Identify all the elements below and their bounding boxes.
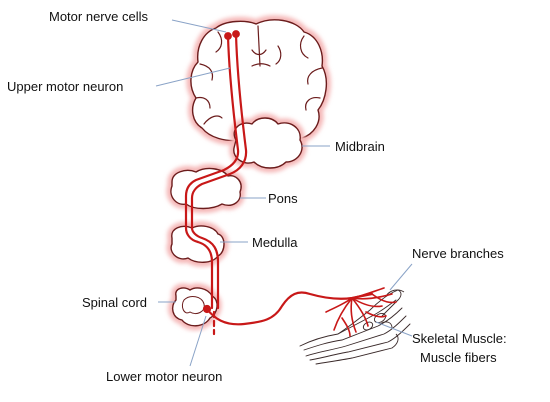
leader-nerve-branches [389, 263, 413, 291]
leader-motor-nerve-cells [171, 19, 227, 33]
leader-skeletal-muscle [375, 321, 413, 337]
label-pons: Pons [268, 191, 298, 206]
label-spinal-cord: Spinal cord [82, 295, 147, 310]
brain-sulci [195, 25, 323, 125]
lower-motor-neuron-pathway [202, 291, 374, 336]
label-skeletal-muscle-line2: Muscle fibers [420, 350, 497, 365]
nerve-branches [325, 287, 397, 337]
label-medulla: Medulla [252, 235, 298, 250]
label-midbrain: Midbrain [335, 139, 385, 154]
leader-lower-motor-neuron [189, 315, 207, 367]
label-lower-motor-neuron: Lower motor neuron [106, 369, 222, 384]
medulla-structure [166, 221, 229, 267]
label-nerve-branches: Nerve branches [412, 246, 504, 261]
label-upper-motor-neuron: Upper motor neuron [7, 79, 123, 94]
upper-motor-neuron-pathway [184, 30, 248, 310]
brain-hemisphere [186, 15, 331, 145]
label-skeletal-muscle-line1: Skeletal Muscle: [412, 331, 507, 346]
labels: Motor nerve cells Upper motor neuron Mid… [7, 9, 507, 384]
leader-upper-motor-neuron [155, 67, 231, 87]
hand [299, 289, 411, 365]
leader-lines [155, 19, 413, 367]
midbrain-structure [229, 113, 307, 173]
label-motor-nerve-cells: Motor nerve cells [49, 9, 148, 24]
